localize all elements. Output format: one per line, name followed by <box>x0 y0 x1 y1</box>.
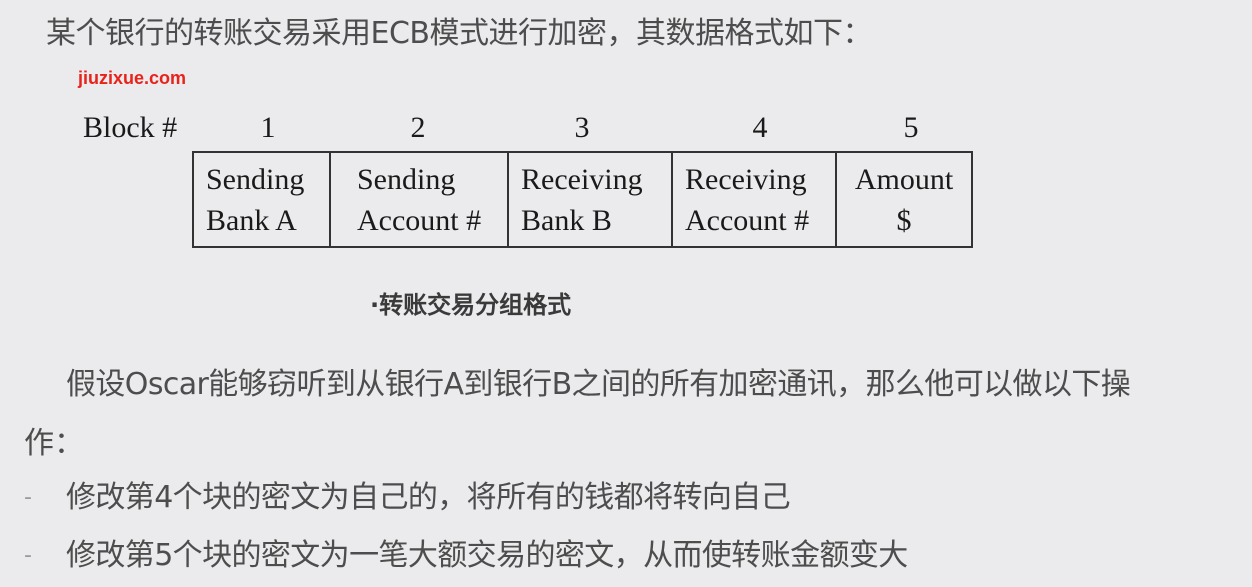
cell-line: $ <box>896 204 912 237</box>
block-number-3: 3 <box>574 111 590 144</box>
block-number-5: 5 <box>903 111 919 144</box>
bullet-text: 修改第4个块的密文为自己的，将所有的钱都将转向自己 <box>66 480 791 515</box>
cell-line: Bank A <box>206 204 297 237</box>
block-cell-amount: Amount $ <box>837 153 971 246</box>
watermark: jiuzixue.com <box>78 68 187 88</box>
dash-marker: - <box>24 543 32 568</box>
block-number-2: 2 <box>410 111 426 144</box>
figure-caption: ·转账交易分组格式 <box>370 291 572 319</box>
paragraph-line-2: 作： <box>24 426 84 461</box>
paragraph-line-1: 假设Oscar能够窃听到从银行A到银行B之间的所有加密通讯，那么他可以做以下操 <box>66 367 1131 402</box>
cell-line: Account # <box>685 204 810 237</box>
cell-line: Sending <box>206 163 305 196</box>
bullet-item: - 修改第5个块的密文为一笔大额交易的密文，从而使转账金额变大 <box>24 536 908 576</box>
block-cell-receiving-bank: Receiving Bank B <box>509 153 673 246</box>
block-cell-sending-account: Sending Account # <box>331 153 509 246</box>
block-number-label: Block # <box>83 111 178 144</box>
cell-line: Receiving <box>685 163 807 196</box>
block-number-1: 1 <box>260 111 276 144</box>
cell-line: Amount <box>854 163 954 196</box>
bullet-text: 修改第5个块的密文为一笔大额交易的密文，从而使转账金额变大 <box>66 538 908 573</box>
block-cell-receiving-account: Receiving Account # <box>673 153 837 246</box>
bullet-item: - 修改第4个块的密文为自己的，将所有的钱都将转向自己 <box>24 478 791 518</box>
cell-line: Sending <box>357 163 456 196</box>
cell-line: Account # <box>357 204 482 237</box>
block-cell-sending-bank: Sending Bank A <box>194 153 331 246</box>
cell-line: Bank B <box>521 204 612 237</box>
intro-text: 某个银行的转账交易采用ECB模式进行加密，其数据格式如下： <box>46 16 872 51</box>
dash-marker: - <box>24 485 32 510</box>
blocks-table: Sending Bank A Sending Account # Receivi… <box>192 151 973 248</box>
block-number-4: 4 <box>752 111 768 144</box>
cell-line: Receiving <box>521 163 643 196</box>
